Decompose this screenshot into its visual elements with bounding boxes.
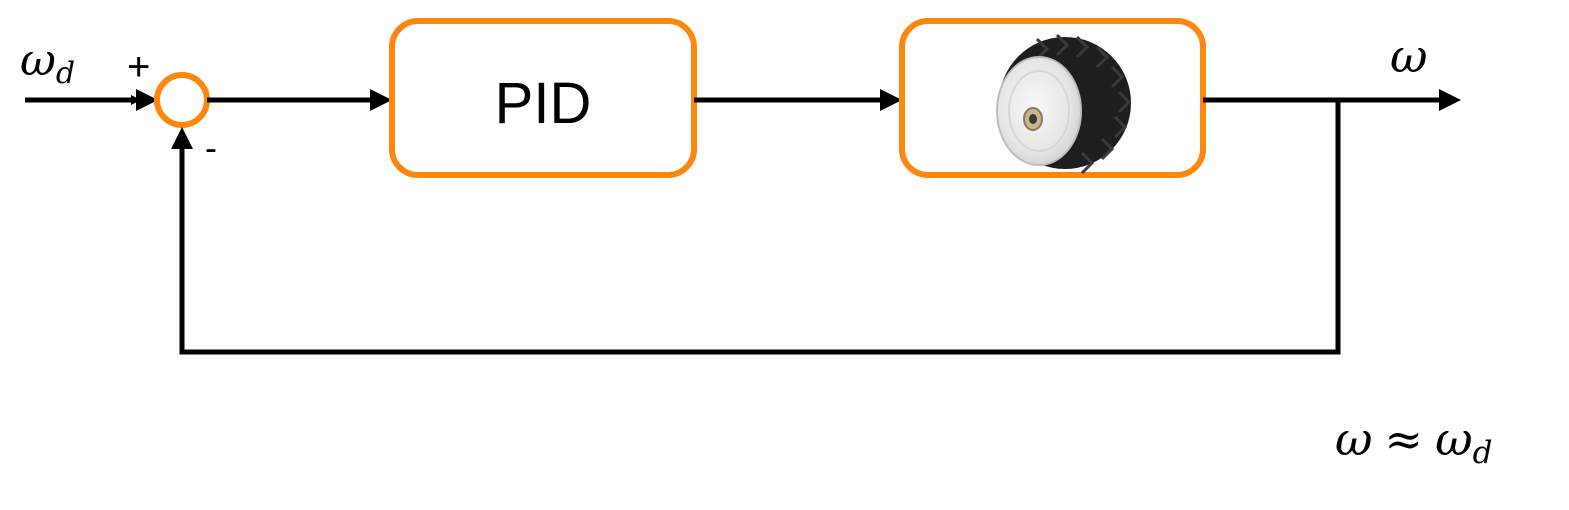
summing-junction <box>154 72 210 128</box>
minus-sign: - <box>205 127 217 168</box>
input-signal-label: ωd <box>20 35 75 91</box>
output-signal-label: ω <box>1390 29 1428 83</box>
relation-lhs: ω <box>1335 412 1373 466</box>
feedback-path <box>179 100 1341 355</box>
output-arrow-head <box>1439 89 1461 111</box>
relation-rhs: ω <box>1435 412 1473 466</box>
input-symbol: ω <box>20 35 56 86</box>
relation-rhs-subscript: d <box>1473 435 1493 471</box>
control-arrow-head <box>880 89 902 111</box>
relation-label: ω≈ωd <box>1335 412 1492 471</box>
feedback-arrow-head <box>171 127 193 149</box>
input-subscript: d <box>56 56 75 91</box>
pid-label: PID <box>495 71 592 136</box>
plus-sign: + <box>127 45 150 89</box>
motor-wheel-icon <box>996 33 1132 175</box>
input-arrow-head <box>136 89 158 111</box>
relation-operator: ≈ <box>1385 412 1424 466</box>
error-arrow-head <box>370 89 392 111</box>
